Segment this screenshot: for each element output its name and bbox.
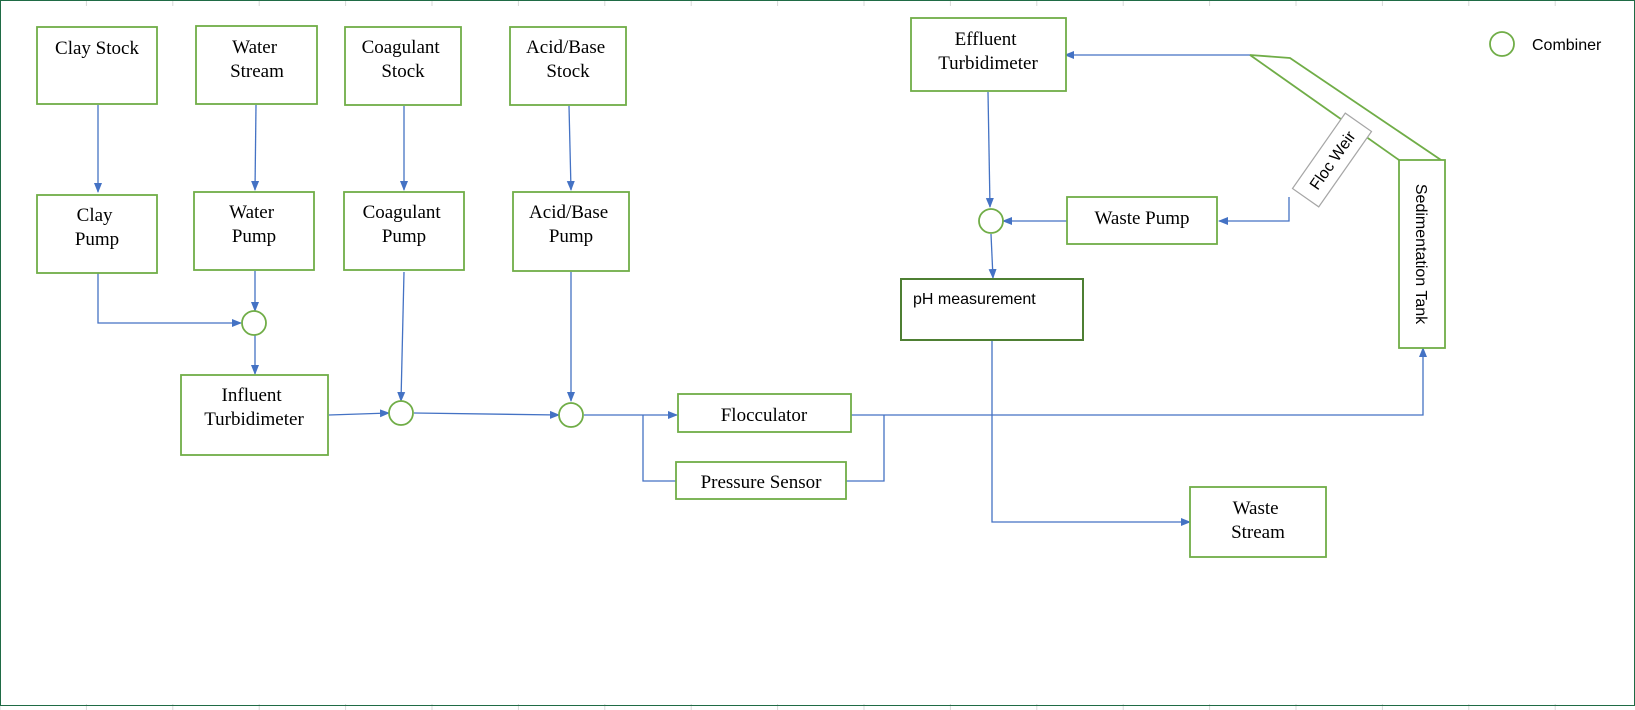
coagulant-stock-box: Coagulant Stock bbox=[344, 26, 462, 106]
coagulant-pump-label: Coagulant Pump bbox=[363, 202, 446, 247]
effluent-turbidimeter-box: Effluent Turbidimeter bbox=[910, 17, 1067, 92]
connector-clay-pump-to-combiner bbox=[97, 273, 242, 327]
water-pump-label: Water Pump bbox=[229, 202, 279, 247]
coagulant-pump-box: Coagulant Pump bbox=[343, 191, 465, 271]
connector-coagulant-pump-to-combiner bbox=[397, 271, 406, 402]
ph-measurement-box: pH measurement bbox=[900, 278, 1084, 341]
flocculator-label: Flocculator bbox=[721, 405, 808, 426]
waste-stream-box: Waste Stream bbox=[1189, 486, 1327, 558]
tank-outline-upper-edge bbox=[1249, 54, 1445, 163]
water-pump-box: Water Pump bbox=[193, 191, 315, 271]
combiners bbox=[241, 208, 1004, 428]
sedimentation-tank-outline bbox=[1249, 54, 1445, 163]
floc-weir-box: Floc Weir bbox=[1291, 112, 1373, 208]
connector-influent-turbidimeter-to-combiner bbox=[328, 409, 390, 418]
connector-flocculator-to-sedimentation-tank bbox=[851, 347, 1427, 416]
clay-pump-box: Clay Pump bbox=[36, 194, 158, 274]
connector-effluent-turbidimeter-to-combiner bbox=[985, 91, 994, 208]
tank-outline-lower-edge bbox=[1249, 54, 1400, 161]
clay-stock-label: Clay Stock bbox=[55, 38, 139, 59]
combiner-acid-base bbox=[558, 402, 584, 428]
waste-stream-label: Waste Stream bbox=[1231, 498, 1285, 543]
water-stream-label: Water Stream bbox=[230, 37, 284, 82]
water-stream-box: Water Stream bbox=[195, 25, 318, 105]
waste-pump-label: Waste Pump bbox=[1094, 208, 1189, 229]
connector-water-stream-to-water-pump bbox=[251, 104, 260, 191]
acid-base-pump-box: Acid/Base Pump bbox=[512, 191, 630, 272]
acid-base-pump-label: Acid/Base Pump bbox=[529, 202, 613, 247]
combiner-influent-coagulant bbox=[388, 400, 414, 426]
connectors bbox=[94, 51, 1427, 526]
connector-ph-measurement-to-waste-stream bbox=[991, 341, 1191, 526]
acid-base-stock-box: Acid/Base Stock bbox=[509, 26, 627, 106]
ph-measurement-label: pH measurement bbox=[913, 291, 1036, 308]
coagulant-stock-label: Coagulant Stock bbox=[362, 37, 445, 82]
connector-acid-base-stock-to-acid-base-pump bbox=[566, 105, 575, 191]
clay-stock-box: Clay Stock bbox=[36, 26, 158, 105]
pressure-sensor-label: Pressure Sensor bbox=[701, 472, 823, 493]
influent-turbidimeter-label: Influent Turbidimeter bbox=[204, 385, 304, 430]
influent-turbidimeter-box: Influent Turbidimeter bbox=[180, 374, 329, 456]
sedimentation-tank-box: Sedimentation Tank bbox=[1398, 159, 1446, 349]
legend: Combiner bbox=[1489, 31, 1602, 57]
connector-floc-weir-to-waste-pump bbox=[1218, 197, 1290, 225]
legend-combiner-symbol bbox=[1489, 31, 1515, 57]
connector-pressure-sensor-loop-right bbox=[846, 415, 885, 482]
process-boxes: Clay Stock Water Stream Coagulant Stock … bbox=[36, 17, 1446, 558]
flocculator-box: Flocculator bbox=[677, 393, 852, 433]
connector-pressure-sensor-loop-left bbox=[642, 415, 676, 482]
effluent-turbidimeter-label: Effluent Turbidimeter bbox=[938, 29, 1038, 74]
legend-combiner-label: Combiner bbox=[1532, 37, 1602, 54]
combiner-clay-water bbox=[241, 310, 267, 336]
pressure-sensor-box: Pressure Sensor bbox=[675, 461, 847, 500]
combiner-effluent-waste bbox=[978, 208, 1004, 234]
waste-pump-box: Waste Pump bbox=[1066, 196, 1218, 245]
sedimentation-tank-label: Sedimentation Tank bbox=[1412, 184, 1429, 325]
clay-pump-label: Clay Pump bbox=[75, 205, 119, 250]
acid-base-stock-label: Acid/Base Stock bbox=[526, 37, 610, 82]
connector-combiner-to-ph-measurement bbox=[988, 233, 997, 279]
connector-combiner-to-combiner bbox=[413, 410, 560, 419]
